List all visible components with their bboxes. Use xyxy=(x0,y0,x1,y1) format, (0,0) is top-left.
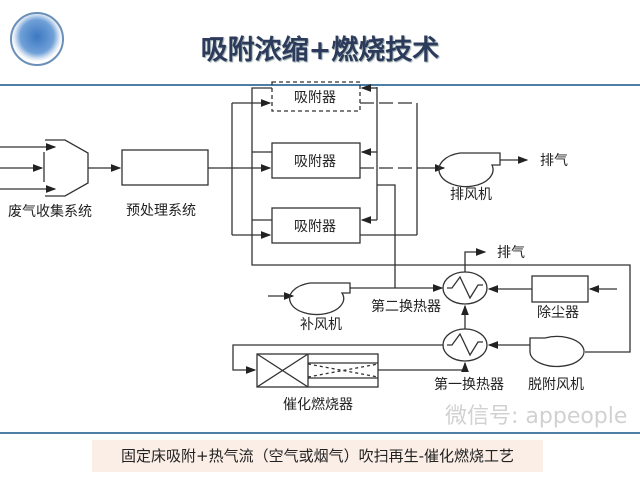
watermark: 微信号: appeople xyxy=(445,404,628,429)
pretreatment-box xyxy=(121,149,209,186)
label-adsorber-2: 吸附器 xyxy=(294,154,336,170)
catalytic-combustor xyxy=(256,353,379,388)
label-hx1: 第一换热器 xyxy=(434,376,504,393)
label-adsorber-1: 吸附器 xyxy=(294,90,336,106)
slide-title: 吸附浓缩+燃烧技术 xyxy=(200,35,440,66)
university-logo xyxy=(10,12,64,66)
label-hx2: 第二换热器 xyxy=(371,298,441,315)
label-desorb-fan: 脱附风机 xyxy=(528,377,584,393)
label-supply-fan: 补风机 xyxy=(300,317,342,333)
label-pretreat: 预处理系统 xyxy=(126,203,196,219)
label-exhaust-fan: 排风机 xyxy=(450,187,492,203)
caption: 固定床吸附+热气流（空气或烟气）吹扫再生-催化燃烧工艺 xyxy=(92,440,543,472)
footer-divider xyxy=(0,432,640,434)
header-divider xyxy=(0,84,640,86)
adsorber-2 xyxy=(271,142,361,179)
desorption-fan xyxy=(529,335,585,368)
label-collector: 废气收集系统 xyxy=(8,203,92,220)
supply-fan xyxy=(289,282,351,316)
label-dust: 除尘器 xyxy=(537,305,579,321)
adsorber-3 xyxy=(271,207,361,244)
adsorber-standby xyxy=(271,81,361,112)
label-exhaust-2: 排气 xyxy=(497,245,525,261)
label-adsorber-3: 吸附器 xyxy=(294,219,336,235)
exhaust-fan xyxy=(438,152,501,188)
label-exhaust-1: 排气 xyxy=(540,153,568,169)
dust-remover xyxy=(531,275,589,303)
label-catalytic: 催化燃烧器 xyxy=(283,396,353,413)
collector-hood xyxy=(0,139,122,197)
